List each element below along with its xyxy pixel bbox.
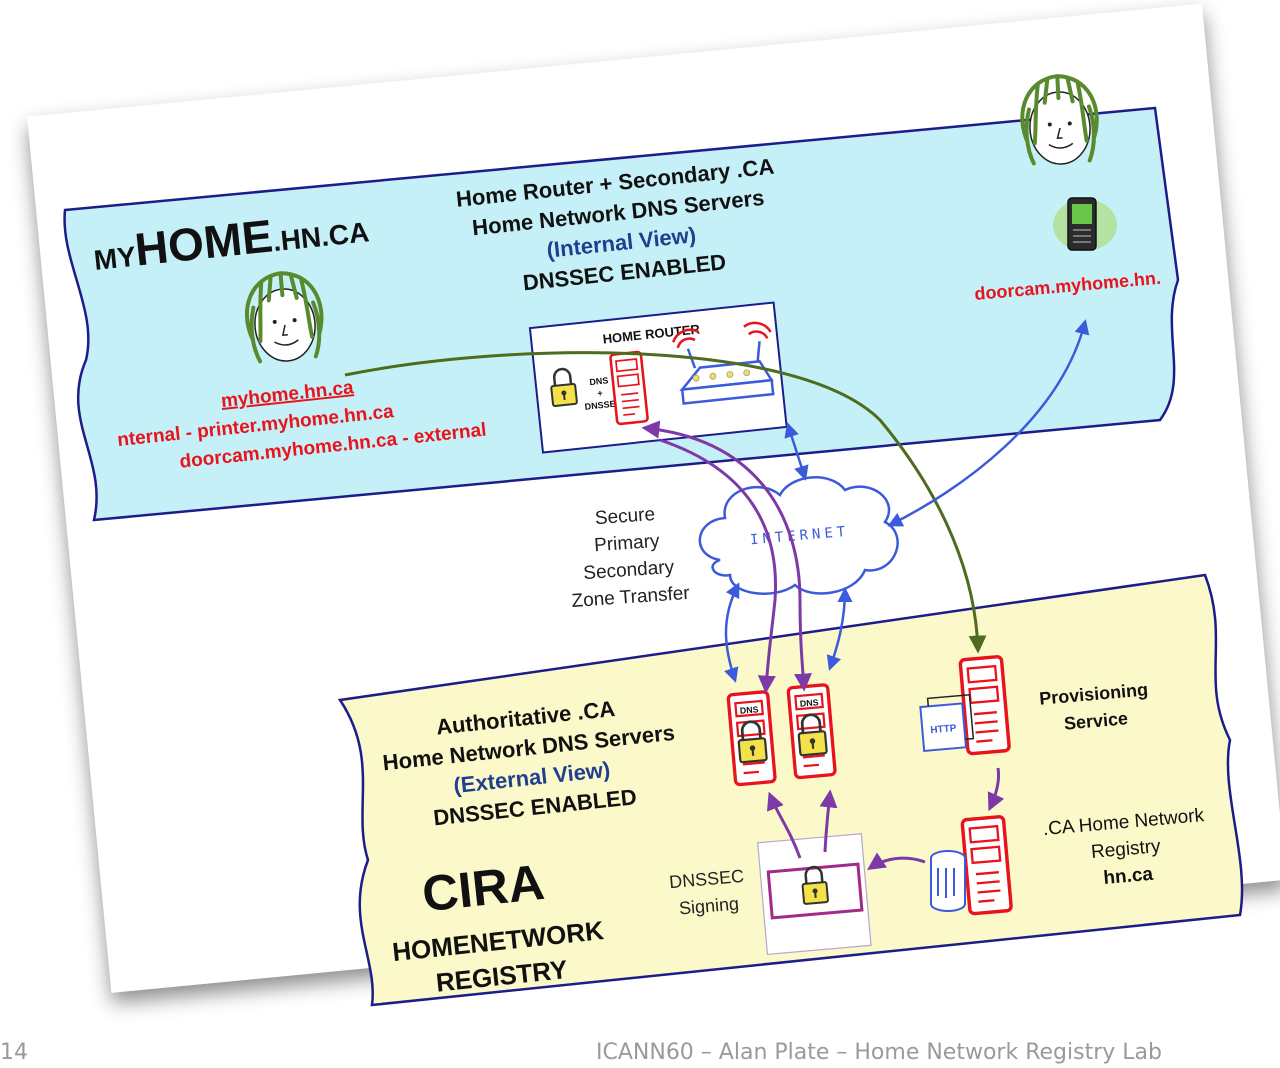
router-dns-label: DNS [589, 375, 609, 387]
internet-auth-arrow-2 [826, 587, 853, 671]
registry-server [960, 814, 1014, 916]
zone-transfer-arrow-2 [659, 438, 778, 694]
footer-caption: ICANN60 – Alan Plate – Home Network Regi… [596, 1040, 1162, 1065]
router-plus-label: + [597, 388, 603, 398]
auth-dns-server-1: DNS [726, 689, 777, 787]
http-label: HTTP [930, 723, 957, 736]
cira-title: CIRA [420, 854, 547, 922]
slide-number: 14 [0, 1040, 28, 1065]
registry-database-icon [930, 850, 966, 912]
auth-dns-2-tag: DNS [799, 697, 819, 709]
auth-dns-server-2: DNS [786, 682, 837, 780]
smartphone-icon [1053, 197, 1117, 251]
registry-zone [337, 573, 1244, 1007]
auth-dns-1-tag: DNS [739, 704, 759, 716]
router-dnssec-label: DNSSEC [584, 398, 623, 412]
router-server-icon [608, 350, 650, 426]
registry-domain: hn.ca [1103, 864, 1155, 889]
http-document-icon: HTTP [919, 693, 975, 752]
registry-to-signing-arrow [867, 852, 926, 870]
remote-internet-arrow [887, 319, 1090, 527]
provisioning-to-registry-arrow [987, 767, 1005, 812]
zone-line-1: Secure [594, 504, 656, 529]
wifi-router-icon [671, 321, 775, 405]
signing-to-server-arrow-1 [766, 791, 802, 859]
provisioning-request-arrow [344, 351, 987, 654]
zone-transfer-arrow-1 [641, 420, 812, 692]
signing-to-server-arrow-2 [819, 789, 838, 853]
